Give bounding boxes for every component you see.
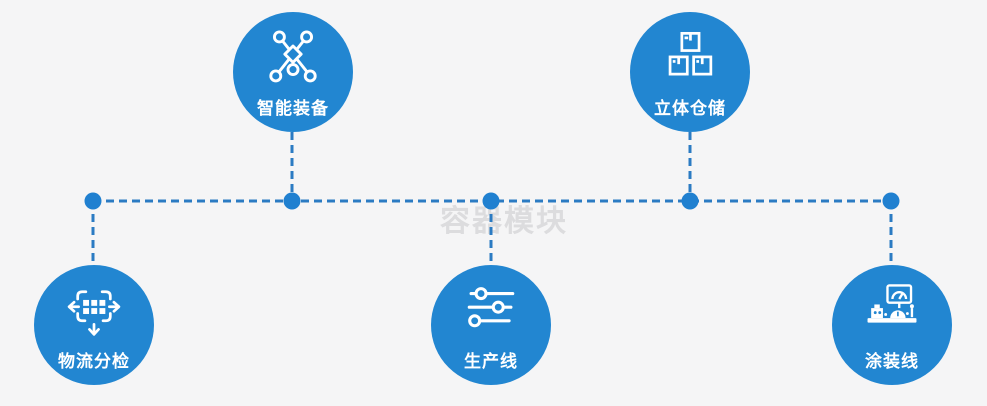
coating-machine-icon: [867, 284, 917, 323]
stacked-boxes-icon: [668, 31, 713, 76]
network-nodes-icon: [269, 30, 317, 83]
watermark-text: 容器模块: [440, 205, 568, 238]
node-label: 智能装备: [257, 98, 329, 118]
junction-dot: [882, 192, 900, 210]
junction-dot: [482, 192, 500, 210]
junction-dot: [84, 192, 102, 210]
junction-dot: [283, 192, 301, 210]
node-smart-equipment: 智能装备: [233, 12, 353, 132]
sorting-distribute-icon: [67, 290, 121, 336]
node-label: 生产线: [464, 351, 518, 371]
node-label: 立体仓储: [654, 98, 726, 118]
node-stereoscopic-warehouse: 立体仓储: [630, 12, 750, 132]
junction-dot: [681, 192, 699, 210]
node-label: 物流分检: [58, 351, 130, 371]
node-production-line: 生产线: [431, 265, 551, 385]
node-coating-line: 涂装线: [832, 265, 952, 385]
node-logistics-sorting: 物流分检: [34, 265, 154, 385]
sliders-icon: [467, 287, 515, 328]
node-label: 涂装线: [865, 351, 919, 371]
